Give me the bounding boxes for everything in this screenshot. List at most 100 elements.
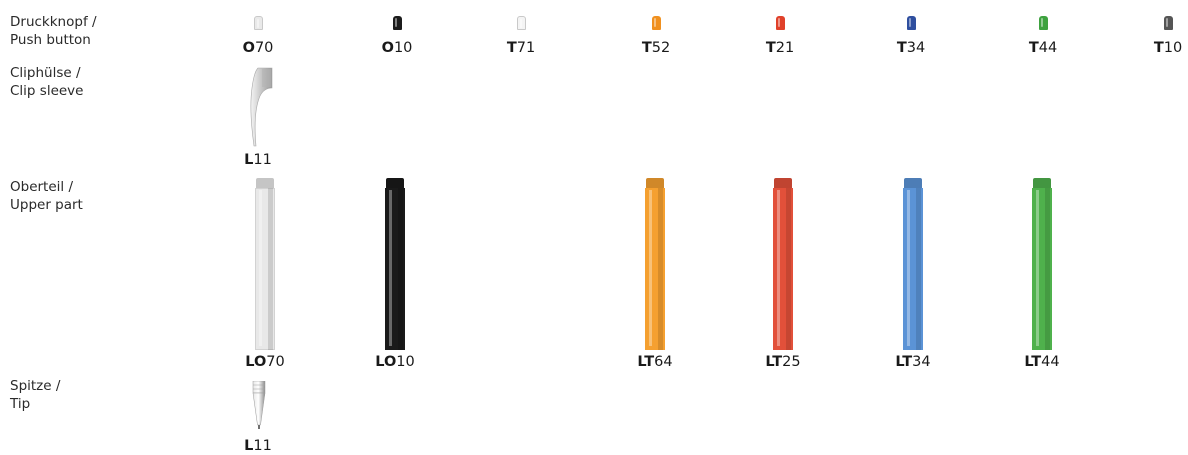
push-button-swatch [1163, 16, 1173, 30]
upper-part-shade [916, 188, 921, 350]
tip-number: 11 [253, 438, 272, 454]
upper-part-number: 64 [654, 354, 673, 370]
upper-part-prefix: LT [895, 354, 913, 370]
upper-part-shade [786, 188, 791, 350]
upper-part-code: LO70 [225, 353, 305, 371]
upper-part-prefix: LT [765, 354, 783, 370]
upper-part-barrel [1032, 188, 1052, 350]
upper-part-prefix: LT [1024, 354, 1042, 370]
section-label-push-button: Druckknopf / Push button [10, 13, 97, 49]
push-button-code: T34 [871, 39, 951, 57]
upper-part-collar [774, 178, 792, 188]
clip-sleeve-label-en: Clip sleeve [10, 83, 84, 99]
push-button-code: T44 [1003, 39, 1083, 57]
upper-part-barrel [645, 188, 665, 350]
push-button-swatch [516, 16, 526, 30]
push-button-swatch [906, 16, 916, 30]
tip-image [252, 381, 266, 429]
upper-part-collar [1033, 178, 1051, 188]
push-button-prefix: O [381, 40, 394, 56]
upper-part-number: 25 [782, 354, 801, 370]
upper-part-barrel [903, 188, 923, 350]
clip-sleeve-image [250, 67, 273, 147]
upper-part-code: LT25 [743, 353, 823, 371]
upper-part-number: 44 [1041, 354, 1060, 370]
upper-part-swatch [1032, 178, 1052, 350]
section-label-clip-sleeve: Cliphülse / Clip sleeve [10, 64, 83, 100]
clip-sleeve-code: L11 [218, 151, 298, 169]
upper-part-number: 34 [912, 354, 931, 370]
upper-part-barrel [255, 188, 275, 350]
upper-part-swatch [385, 178, 405, 350]
push-button-number: 10 [1163, 40, 1183, 56]
section-label-tip: Spitze / Tip [10, 377, 60, 413]
push-button-prefix: T [765, 40, 776, 56]
upper-part-shine [389, 190, 392, 346]
upper-part-code: LT34 [873, 353, 953, 371]
clip-sleeve-label-de: Cliphülse / [10, 65, 81, 81]
clip-sleeve-prefix: L [244, 152, 254, 168]
upper-part-collar [646, 178, 664, 188]
upper-part-swatch [645, 178, 665, 350]
upper-part-shine [259, 190, 262, 346]
upper-part-number: 10 [396, 354, 415, 370]
push-button-swatch [775, 16, 785, 30]
push-button-number: 44 [1038, 40, 1058, 56]
upper-part-code: LO10 [355, 353, 435, 371]
upper-part-code: LT64 [615, 353, 695, 371]
section-label-upper-part: Oberteil / Upper part [10, 178, 83, 214]
push-button-code: T71 [481, 39, 561, 57]
push-button-code: O70 [218, 39, 298, 57]
push-button-code: T52 [616, 39, 696, 57]
upper-part-label-de: Oberteil / [10, 179, 73, 195]
upper-part-prefix: LO [375, 354, 397, 370]
upper-part-code: LT44 [1002, 353, 1082, 371]
push-button-number: 21 [775, 40, 795, 56]
upper-part-label-en: Upper part [10, 197, 83, 213]
upper-part-collar [904, 178, 922, 188]
upper-part-number: 70 [266, 354, 285, 370]
upper-part-shade [658, 188, 663, 350]
push-button-prefix: T [641, 40, 652, 56]
push-button-code: T10 [1128, 39, 1188, 57]
upper-part-shine [777, 190, 780, 346]
upper-part-barrel [385, 188, 405, 350]
upper-part-swatch [255, 178, 275, 350]
push-button-label-de: Druckknopf / [10, 14, 97, 30]
upper-part-prefix: LO [245, 354, 267, 370]
push-button-prefix: T [896, 40, 907, 56]
push-button-prefix: T [1028, 40, 1039, 56]
push-button-code: O10 [357, 39, 437, 57]
tip-prefix: L [244, 438, 254, 454]
push-button-prefix: O [242, 40, 255, 56]
upper-part-shade [398, 188, 403, 350]
tip-label-de: Spitze / [10, 378, 61, 394]
upper-part-shine [907, 190, 910, 346]
upper-part-shade [1045, 188, 1050, 350]
push-button-code: T21 [740, 39, 820, 57]
push-button-number: 52 [651, 40, 671, 56]
push-button-number: 34 [906, 40, 926, 56]
push-button-swatch [651, 16, 661, 30]
tip-code: L11 [218, 437, 298, 455]
push-button-label-en: Push button [10, 32, 91, 48]
push-button-prefix: T [506, 40, 517, 56]
upper-part-swatch [903, 178, 923, 350]
upper-part-shade [268, 188, 273, 350]
upper-part-swatch [773, 178, 793, 350]
upper-part-collar [386, 178, 404, 188]
push-button-swatch [1038, 16, 1048, 30]
tip-label-en: Tip [10, 396, 31, 412]
push-button-swatch [392, 16, 402, 30]
upper-part-prefix: LT [637, 354, 655, 370]
upper-part-shine [1036, 190, 1039, 346]
push-button-swatch [253, 16, 263, 30]
upper-part-barrel [773, 188, 793, 350]
upper-part-shine [649, 190, 652, 346]
push-button-prefix: T [1153, 40, 1164, 56]
push-button-number: 70 [254, 40, 274, 56]
upper-part-collar [256, 178, 274, 188]
push-button-number: 71 [516, 40, 536, 56]
clip-sleeve-number: 11 [253, 152, 272, 168]
push-button-number: 10 [393, 40, 413, 56]
